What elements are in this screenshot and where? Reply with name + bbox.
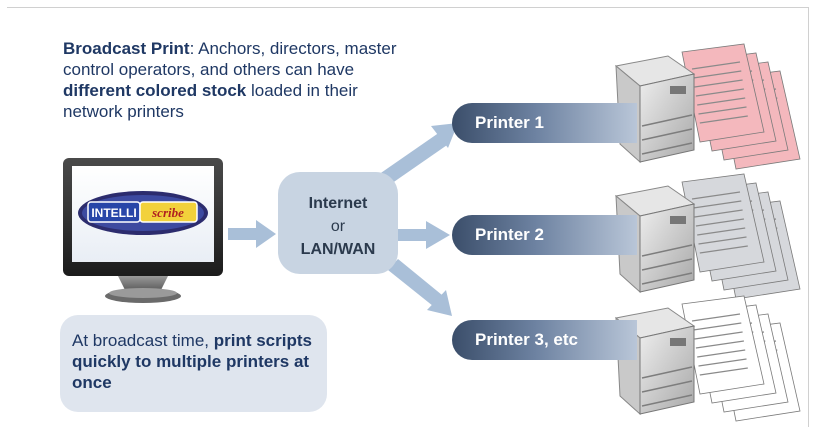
- paper-sheet: [681, 173, 765, 273]
- arrow-monitor-to-hub: [228, 220, 276, 248]
- logo-intelli: INTELLI: [91, 206, 136, 220]
- callout-text-1: At broadcast time,: [72, 331, 214, 350]
- paper-stack-1: [681, 43, 801, 170]
- intro-text-1: : Anchors, directors, master control ope…: [63, 39, 397, 79]
- arrow-hub-to-printer-2: [398, 221, 450, 249]
- hub-line-3: LAN/WAN: [300, 241, 376, 258]
- arrow-hub-to-printer-3: [388, 259, 452, 316]
- callout-box: [60, 315, 327, 412]
- callout-bold: print scripts quickly to multiple printe…: [72, 331, 312, 392]
- printer-3-group: [614, 295, 801, 422]
- intro-bold-stock: different colored stock: [63, 81, 247, 100]
- callout-text: At broadcast time, print scripts quickly…: [72, 330, 312, 393]
- intro-text-2: loaded in their network printers: [63, 81, 358, 121]
- printer-3-label: Printer 3, etc: [452, 320, 637, 360]
- printer-2-label: Printer 2: [452, 215, 637, 255]
- arrow-hub-to-printer-1: [378, 123, 458, 186]
- printer-1-group: [614, 43, 801, 170]
- paper-sheet: [681, 295, 765, 395]
- logo-scribe: scribe: [151, 205, 184, 220]
- paper-sheet: [681, 43, 765, 143]
- intro-bold-title: Broadcast Print: [63, 39, 190, 58]
- printer-1-label: Printer 1: [452, 103, 637, 143]
- intro-text: Broadcast Print: Anchors, directors, mas…: [63, 38, 403, 122]
- hub-line-1: Internet: [308, 195, 368, 212]
- hub-line-2: or: [330, 218, 346, 235]
- paper-stack-3: [681, 295, 801, 422]
- paper-stack-2: [681, 173, 801, 300]
- network-hub: Internet or LAN/WAN: [278, 172, 398, 274]
- printer-2-group: [614, 173, 801, 300]
- monitor-icon: [63, 158, 223, 303]
